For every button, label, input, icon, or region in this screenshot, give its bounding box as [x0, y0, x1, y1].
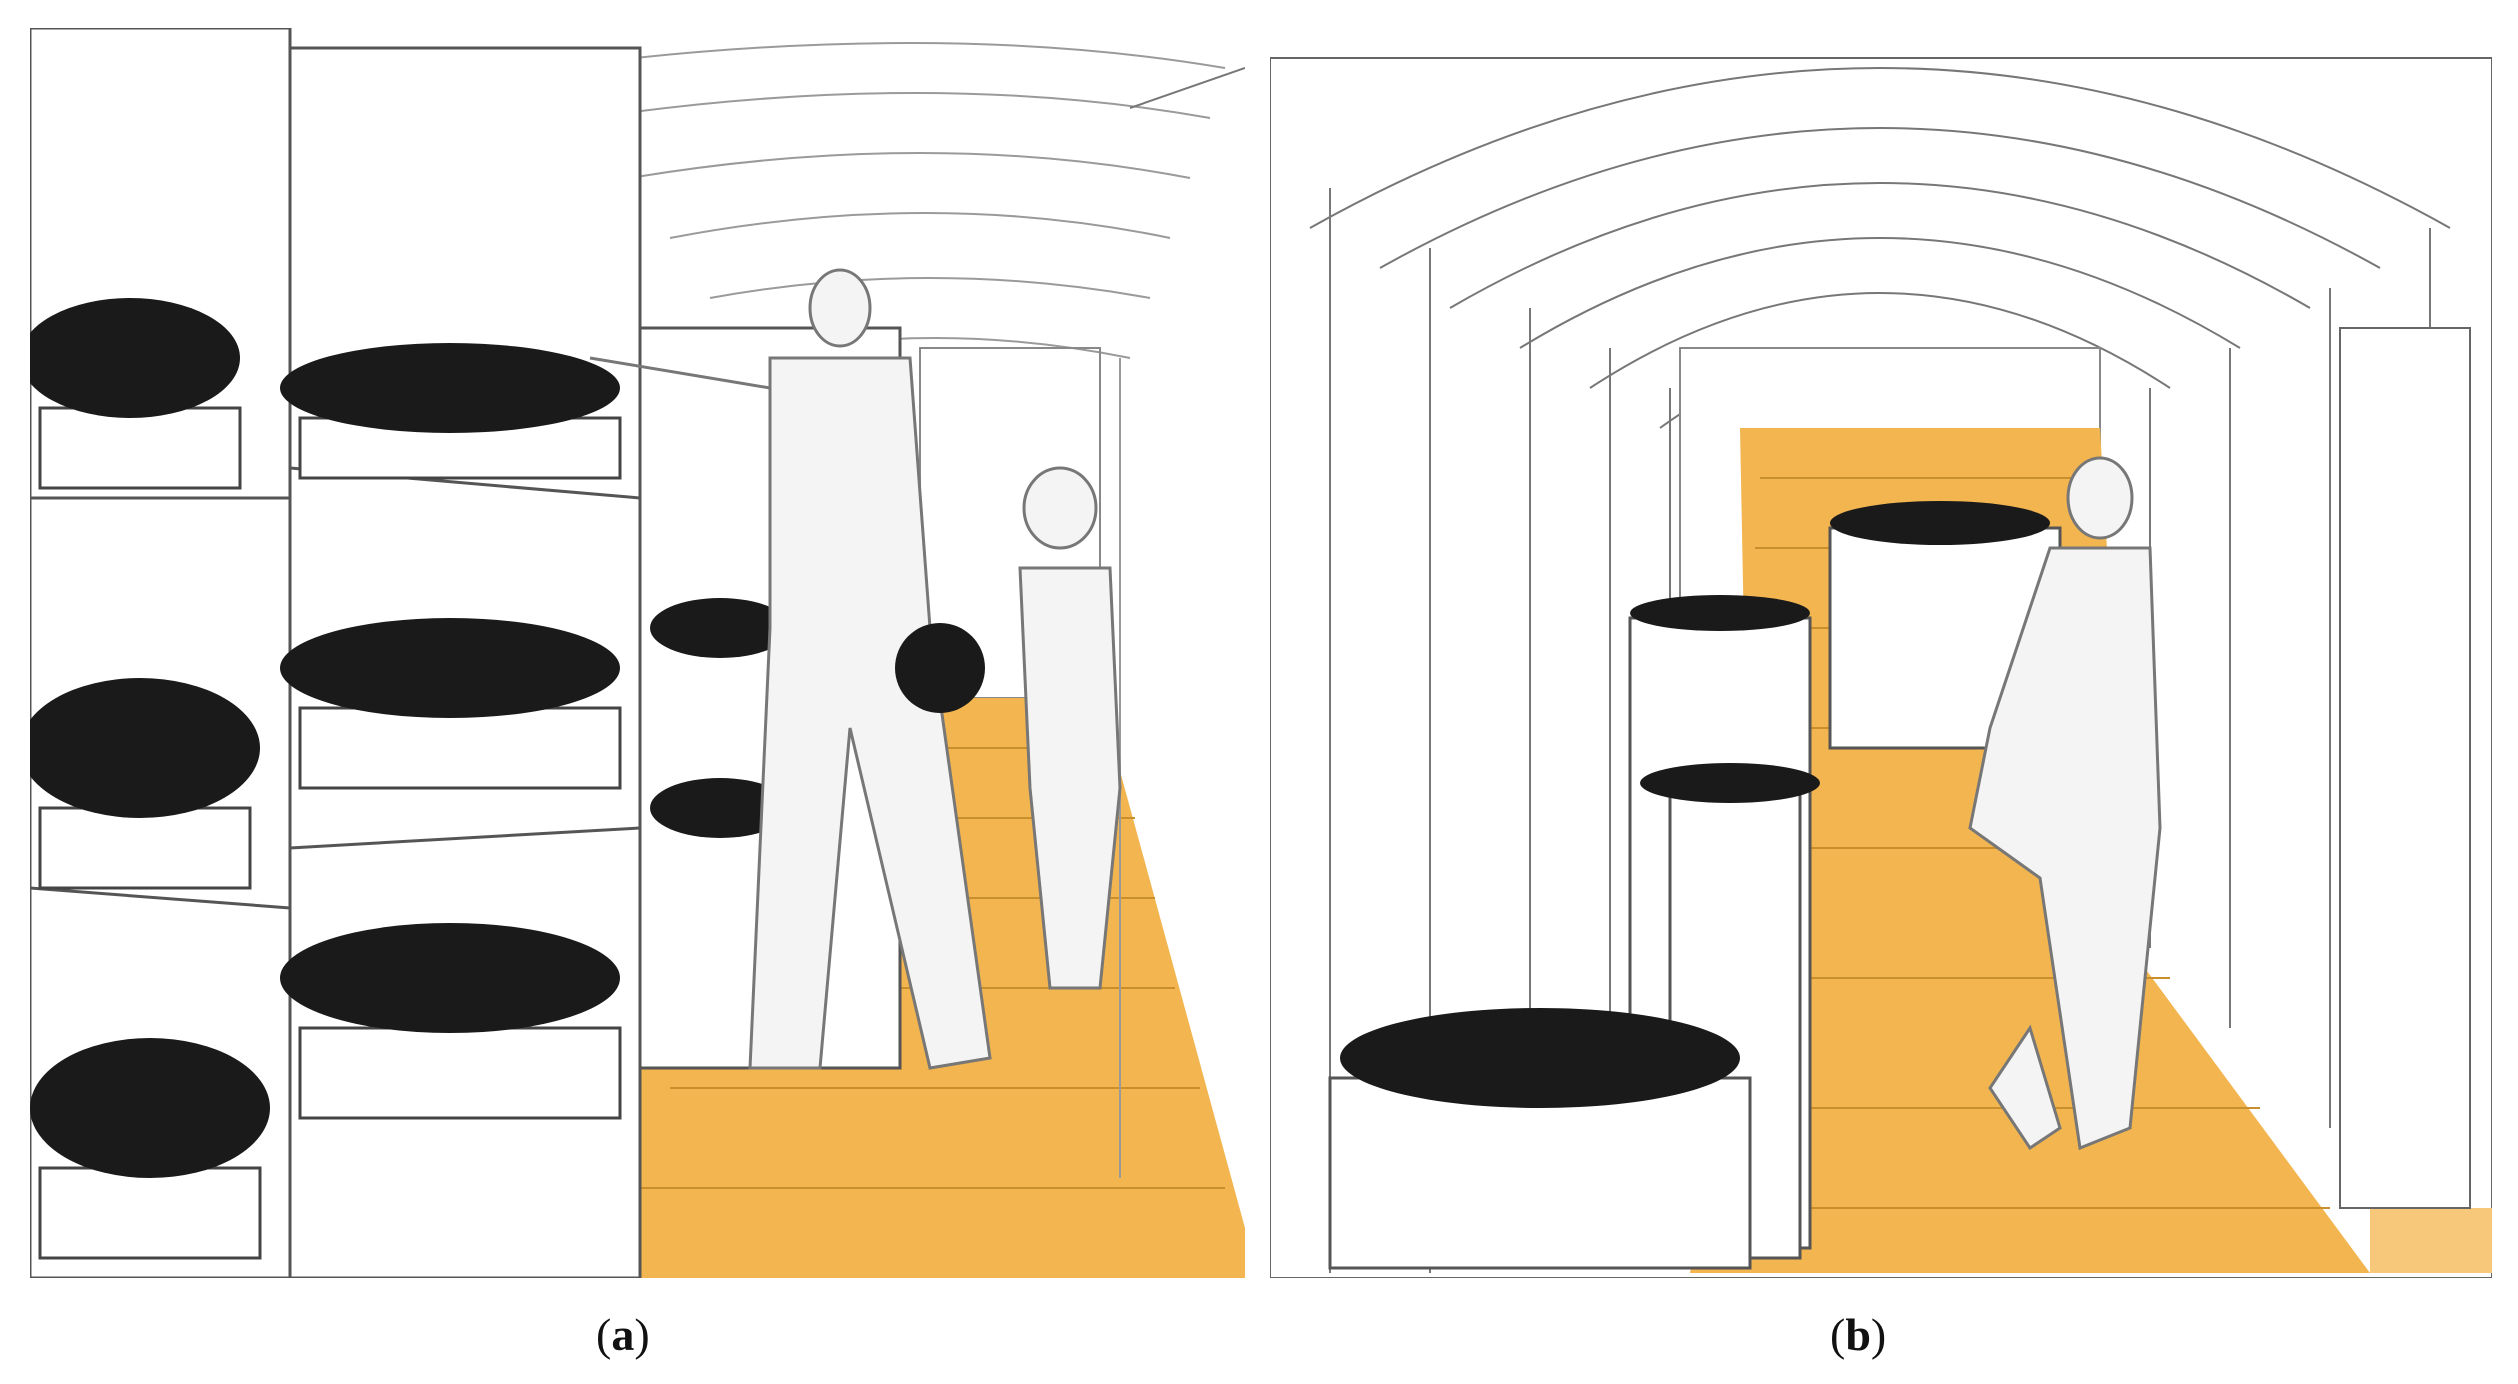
caption-b-label: b	[1845, 1309, 1871, 1360]
caption-a: (a)	[596, 1309, 650, 1360]
panel-b-tray-stacks	[1328, 526, 2062, 1270]
panel-b-floor-corner	[2370, 1208, 2492, 1273]
panel-a-drawing	[30, 28, 1245, 1278]
panel-b-drawing	[1270, 57, 2492, 1278]
panel-b-ceiling	[1309, 67, 2451, 429]
caption-b: (b)	[1830, 1309, 1887, 1360]
panel-a-people	[589, 268, 1122, 1070]
panel-a-illustration	[30, 28, 1245, 1278]
panel-a-ball	[895, 623, 985, 713]
panel-b-person	[1968, 456, 2162, 1151]
panel-a-ceiling	[549, 42, 1226, 359]
panel-b-plants	[1340, 501, 2050, 1108]
caption-a-label: a	[611, 1309, 635, 1360]
panel-a-plants	[30, 298, 790, 1178]
panel-b-door	[2339, 327, 2471, 1209]
panel-b-illustration	[1270, 28, 2492, 1278]
